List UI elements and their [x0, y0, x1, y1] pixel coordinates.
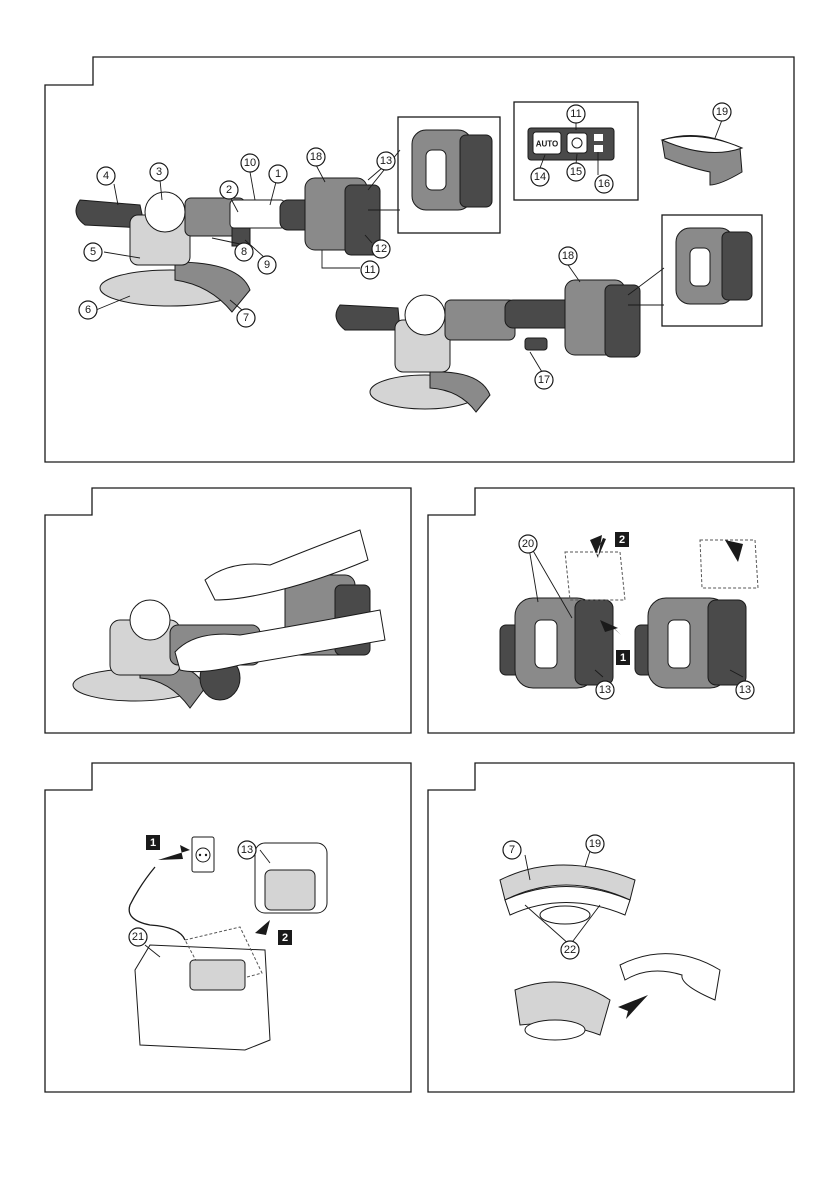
plug-in-arrow — [158, 845, 190, 860]
svg-text:11: 11 — [570, 108, 581, 120]
insert-battery-arrow — [255, 920, 270, 935]
svg-text:8: 8 — [241, 246, 247, 258]
callout-20: 20 — [519, 535, 537, 553]
callout-11-panel: 11 — [567, 105, 585, 123]
callout-13-left: 13 — [596, 681, 614, 699]
svg-text:11: 11 — [364, 264, 375, 276]
callout-4: 4 — [97, 167, 115, 185]
callout-13: 13 — [377, 152, 395, 170]
svg-text:4: 4 — [103, 170, 109, 182]
attach-arrow — [618, 995, 648, 1019]
svg-text:7: 7 — [509, 844, 515, 856]
figure-3-left-tool — [500, 552, 625, 688]
callout-18: 18 — [307, 148, 325, 166]
gear-cover — [145, 192, 185, 232]
wheel-guard-19-illustration — [662, 136, 742, 186]
callout-12: 12 — [372, 240, 390, 258]
svg-text:9: 9 — [264, 259, 270, 271]
svg-text:15: 15 — [570, 166, 582, 178]
svg-text:2: 2 — [282, 932, 288, 944]
callout-18-b: 18 — [559, 247, 577, 265]
guard-cover-piece — [620, 954, 720, 1000]
insert-arrow — [725, 540, 743, 562]
callout-1: 1 — [269, 165, 287, 183]
figure-3-drawing: 20 13 13 2 1 — [420, 480, 839, 740]
svg-text:21: 21 — [132, 931, 144, 943]
battery-inset-illustration — [412, 130, 492, 210]
figure-1-tool-overview: AUTO — [0, 0, 839, 470]
svg-text:22: 22 — [564, 944, 576, 956]
auto-button-label: AUTO — [536, 140, 559, 149]
callout-6: 6 — [79, 301, 97, 319]
svg-text:16: 16 — [598, 178, 610, 190]
svg-text:2: 2 — [226, 184, 232, 196]
svg-text:17: 17 — [538, 374, 550, 386]
svg-text:13: 13 — [380, 155, 392, 167]
indicator-lamp-2 — [594, 145, 603, 152]
step-2-label: 2 — [615, 532, 629, 547]
callout-3: 3 — [150, 163, 168, 181]
lower-hand — [175, 610, 385, 672]
figure-5-guard-attachment: 7 19 22 — [420, 755, 839, 1100]
svg-text:18: 18 — [562, 250, 574, 262]
callout-22: 22 — [561, 941, 579, 959]
figure-4-drawing: 13 21 1 2 — [0, 755, 420, 1100]
svg-text:19: 19 — [716, 106, 728, 118]
callout-7-guard: 7 — [503, 841, 521, 859]
guard-mount-ring — [540, 906, 590, 924]
callout-19-guard: 19 — [586, 835, 604, 853]
svg-text:12: 12 — [375, 243, 387, 255]
indicator-lamp-1 — [594, 134, 603, 141]
svg-text:13: 13 — [241, 844, 253, 856]
svg-text:19: 19 — [589, 838, 601, 850]
figure-2-grinder-with-hands — [73, 530, 385, 708]
callout-10: 10 — [241, 154, 259, 172]
inset2-leader-1 — [628, 268, 664, 295]
svg-text:20: 20 — [522, 538, 534, 550]
figure-4-charging: 13 21 1 2 — [0, 755, 420, 1100]
svg-text:2: 2 — [619, 534, 625, 546]
svg-text:13: 13 — [599, 684, 611, 696]
figure-5-drawing: 7 19 22 — [420, 755, 839, 1100]
svg-text:18: 18 — [310, 151, 322, 163]
callout-5: 5 — [84, 243, 102, 261]
step-1-label: 1 — [616, 650, 630, 665]
callout-14: 14 — [531, 168, 549, 186]
svg-text:6: 6 — [85, 304, 91, 316]
svg-text:3: 3 — [156, 166, 162, 178]
figure-3-right-tool — [635, 540, 758, 688]
callout-2: 2 — [220, 181, 238, 199]
svg-text:14: 14 — [534, 171, 546, 183]
callout-8: 8 — [235, 243, 253, 261]
callout-19: 19 — [713, 103, 731, 121]
callout-15: 15 — [567, 163, 585, 181]
svg-text:1: 1 — [620, 652, 626, 664]
figure-1-drawing: AUTO — [0, 0, 839, 470]
callout-16: 16 — [595, 175, 613, 193]
step-2-insert: 2 — [278, 930, 292, 945]
svg-text:1: 1 — [150, 837, 156, 849]
lift-arrow — [590, 535, 606, 558]
figure-3-battery-removal: 20 13 13 2 1 — [420, 480, 839, 740]
callout-13-battery: 13 — [238, 841, 256, 859]
figure-2-holding-tool — [0, 480, 420, 740]
step-1-outlet: 1 — [146, 835, 160, 850]
svg-text:13: 13 — [739, 684, 751, 696]
grinder-secondary-illustration — [336, 280, 640, 412]
callout-7: 7 — [237, 309, 255, 327]
callout-13-right: 13 — [736, 681, 754, 699]
housing-label-area — [230, 200, 285, 228]
svg-text:1: 1 — [275, 168, 281, 180]
svg-text:10: 10 — [244, 157, 256, 169]
battery-inset-2-illustration — [676, 228, 752, 304]
callout-17: 17 — [535, 371, 553, 389]
callout-11: 11 — [361, 261, 379, 279]
light-button — [567, 133, 587, 153]
callout-9: 9 — [258, 256, 276, 274]
callout-21: 21 — [129, 928, 147, 946]
figure-2-drawing — [0, 480, 420, 740]
svg-text:5: 5 — [90, 246, 96, 258]
figure-5-frame — [428, 763, 794, 1092]
svg-text:7: 7 — [243, 312, 249, 324]
